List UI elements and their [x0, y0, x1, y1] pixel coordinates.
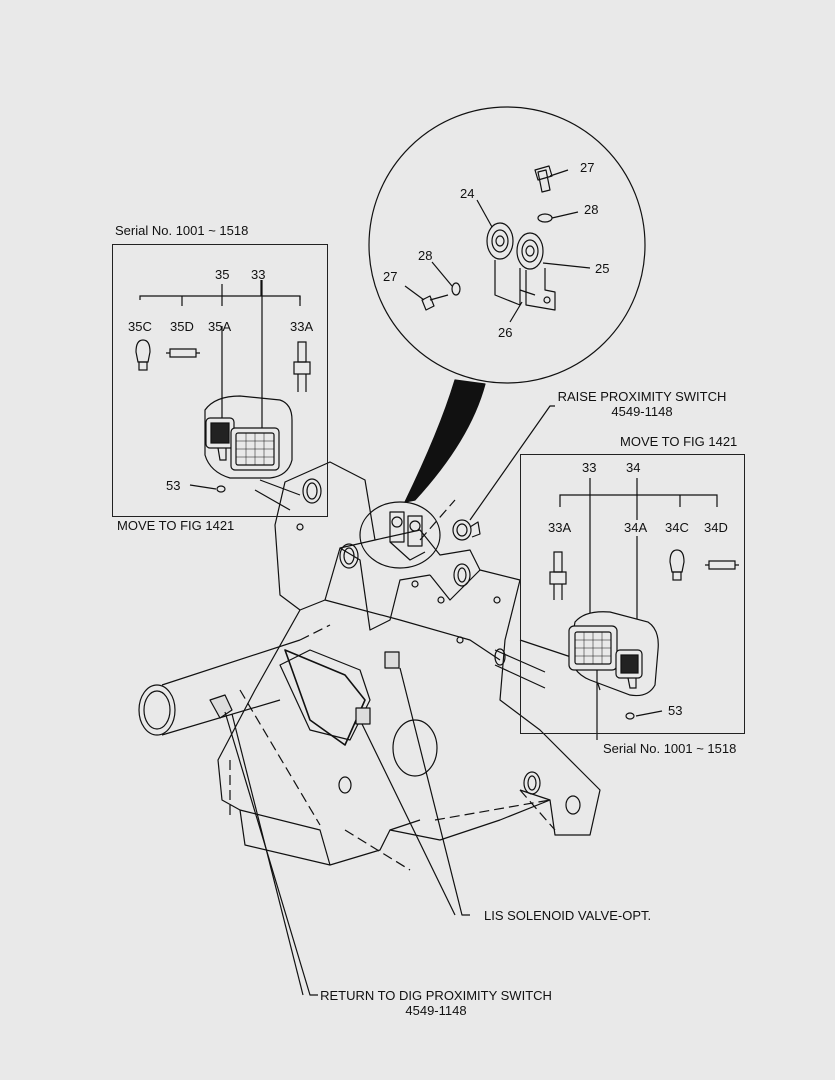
part-34-label: 34	[626, 460, 641, 475]
solenoid-valves	[355, 651, 470, 916]
dig-switch-title: RETURN TO DIG PROXIMITY SWITCH	[320, 988, 552, 1003]
frame-assembly	[138, 461, 601, 871]
raise-proximity-switch	[452, 405, 555, 541]
left-serial-label: Serial No. 1001 ~ 1518	[115, 223, 249, 238]
part-53-label: 53	[166, 478, 181, 493]
dig-proximity-switch	[209, 694, 318, 996]
part-28-left-label: 28	[418, 248, 433, 263]
part-24-label: 24	[460, 186, 475, 201]
part-26-label: 26	[498, 325, 513, 340]
part-35-label: 35	[215, 267, 230, 282]
raise-switch-title: RAISE PROXIMITY SWITCH	[557, 389, 727, 404]
part-33a-right-label: 33A	[548, 520, 572, 535]
part-34a-label: 34A	[624, 520, 648, 535]
part-53-right-label: 53	[668, 703, 683, 718]
left-move-link[interactable]: MOVE TO FIG 1421	[117, 518, 235, 533]
part-35d-label: 35D	[170, 319, 194, 334]
part-34d-label: 34D	[704, 520, 728, 535]
part-27-left-label: 27	[383, 269, 398, 284]
part-33a-label: 33A	[290, 319, 314, 334]
detail-leader-wedge	[404, 379, 486, 503]
dig-switch-part-number: 4549-1148	[405, 1003, 467, 1018]
part-25-label: 25	[595, 261, 610, 276]
right-serial-label: Serial No. 1001 ~ 1518	[603, 741, 737, 756]
part-35a-label: 35A	[208, 319, 232, 334]
part-27-top-label: 27	[580, 160, 595, 175]
detail-parts	[404, 165, 591, 323]
right-work-light	[549, 478, 739, 740]
raise-switch-part-number: 4549-1148	[611, 404, 673, 419]
part-33-label: 33	[251, 267, 266, 282]
frame-cutout	[284, 649, 366, 746]
dig-switch-callout: RETURN TO DIG PROXIMITY SWITCH 4549-1148	[312, 988, 560, 1018]
part-33-right-label: 33	[582, 460, 597, 475]
part-28-top-label: 28	[584, 202, 599, 217]
left-work-light	[135, 280, 311, 493]
right-move-link[interactable]: MOVE TO FIG 1421	[620, 434, 738, 449]
part-35c-label: 35C	[128, 319, 152, 334]
lis-solenoid-callout: LIS SOLENOID VALVE-OPT.	[484, 908, 652, 923]
raise-switch-callout: RAISE PROXIMITY SWITCH 4549-1148	[552, 389, 732, 419]
cross-tube-end	[138, 684, 176, 736]
right-detail-box	[520, 454, 745, 734]
switch-bracket-small	[389, 511, 426, 561]
left-detail-box	[112, 244, 328, 517]
part-34c-label: 34C	[665, 520, 689, 535]
frame-hole	[302, 478, 322, 504]
switch-detail-ellipse	[359, 501, 441, 569]
